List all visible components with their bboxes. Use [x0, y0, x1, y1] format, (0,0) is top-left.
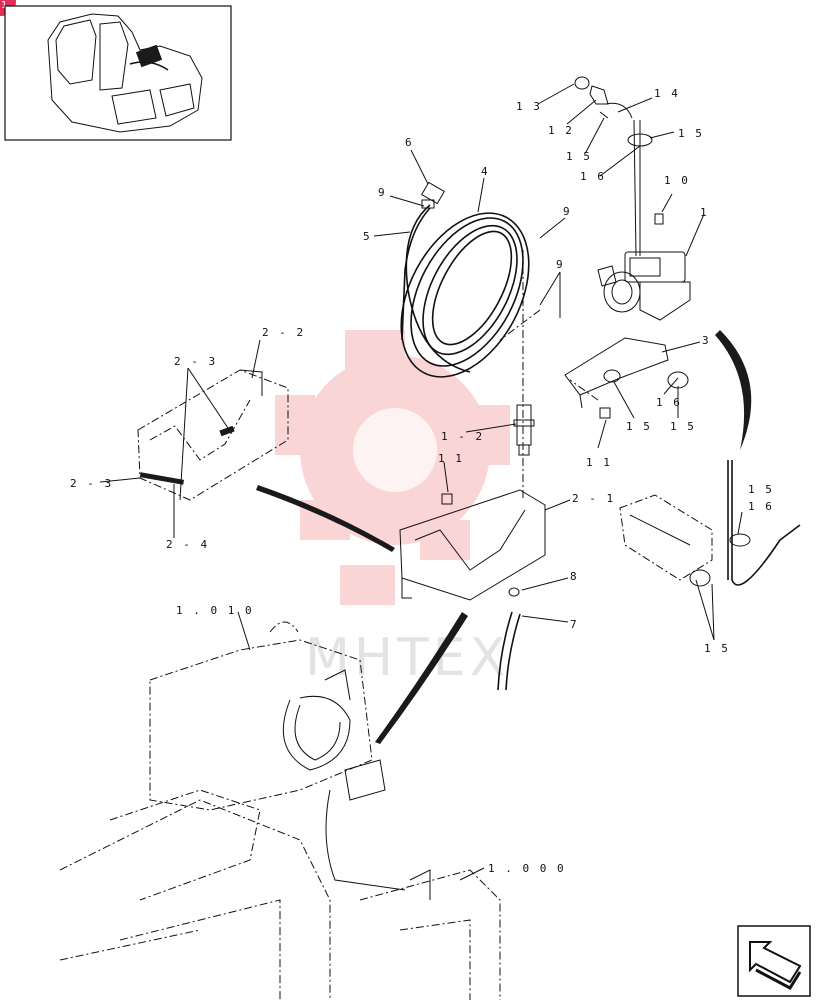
label-1: 1: [700, 206, 709, 219]
label-16-right: 1 6: [748, 500, 774, 513]
label-15-top-left: 1 5: [566, 150, 592, 163]
hose-5-fitting-6: [401, 181, 445, 341]
label-9-lower: 9: [556, 258, 565, 271]
hose-coil: [400, 204, 530, 378]
hose-7: [497, 587, 521, 691]
return-arrow-icon: [749, 941, 802, 990]
label-9-right: 9: [563, 205, 572, 218]
label-2-4: 2 - 4: [166, 538, 209, 551]
label-10: 1 0: [664, 174, 690, 187]
watermark: MHTEX: [275, 330, 510, 688]
centerline: [499, 250, 599, 500]
pump-assembly: [597, 119, 691, 321]
label-2-3-left: 2 - 3: [70, 477, 113, 490]
label-15-bottom-right: 1 5: [704, 642, 730, 655]
label-11-right: 1 1: [586, 456, 612, 469]
page-badge-number: 1: [1, 0, 7, 11]
label-13: 1 3: [516, 100, 542, 113]
label-2-1: 2 - 1: [572, 492, 615, 505]
label-7: 7: [570, 618, 579, 631]
return-arrow-button[interactable]: [737, 925, 811, 997]
base-machine: [59, 621, 501, 1000]
swoosh-pointers: [256, 330, 752, 744]
right-bracket-assembly: [619, 460, 801, 587]
label-15-top-right: 1 5: [678, 127, 704, 140]
leader-lines: [99, 83, 743, 881]
label-15-mid-right: 1 5: [670, 420, 696, 433]
label-16-mid: 1 6: [656, 396, 682, 409]
label-15-mid-left: 1 5: [626, 420, 652, 433]
label-2-3-top: 2 - 3: [174, 355, 217, 368]
label-2-2: 2 - 2: [262, 326, 305, 339]
tray-2-2: [137, 369, 289, 501]
label-11-left: 1 1: [438, 452, 464, 465]
tray-2-1: [399, 489, 546, 601]
watermark-text: MHTEX: [305, 628, 509, 688]
location-inset: [4, 5, 232, 141]
label-12: 1 2: [548, 124, 574, 137]
label-1-010: 1 . 0 1 0: [176, 604, 254, 617]
label-15-right: 1 5: [748, 483, 774, 496]
label-6: 6: [405, 136, 414, 149]
label-14: 1 4: [654, 87, 680, 100]
bracket-3: [564, 337, 689, 419]
label-3: 3: [702, 334, 711, 347]
callout-labels: 1 3 1 2 1 4 1 5 1 5 1 6 6 4 9 5 9 9 1 0 …: [70, 87, 774, 875]
label-5: 5: [363, 230, 372, 243]
label-16-top: 1 6: [580, 170, 606, 183]
label-1-000: 1 . 0 0 0: [488, 862, 566, 875]
label-1-2: 1 - 2: [441, 430, 484, 443]
label-8: 8: [570, 570, 579, 583]
label-4: 4: [481, 165, 490, 178]
label-9-left: 9: [378, 186, 387, 199]
nozzle-1-2: [513, 404, 535, 456]
